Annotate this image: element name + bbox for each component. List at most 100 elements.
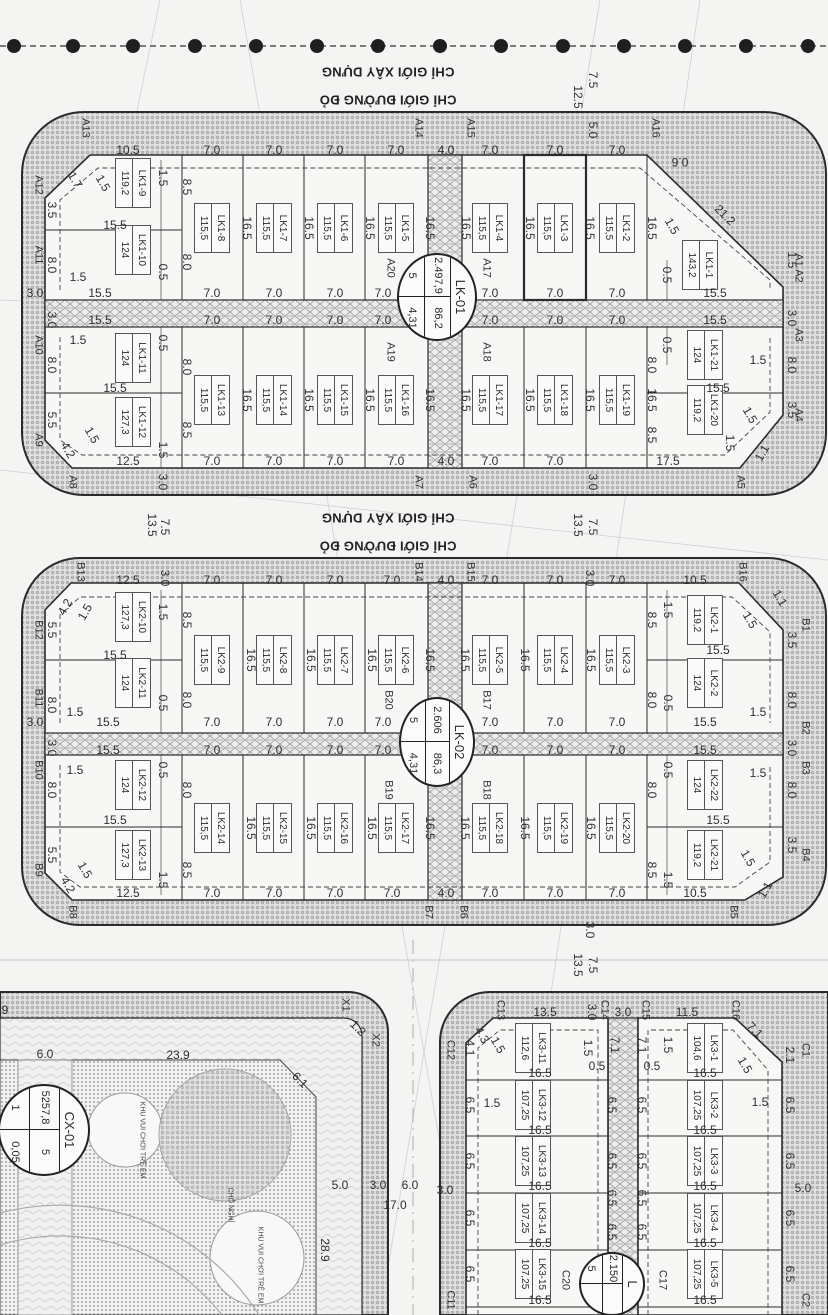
dimension-label: 8.0 [45, 256, 59, 274]
survey-point-a15: A15 [464, 118, 477, 138]
dimension-label: 5.5 [45, 411, 59, 429]
dimension-label: 3.0 [583, 569, 597, 587]
dimension-label: 8.0 [785, 356, 799, 374]
lot-area: 124 [690, 346, 702, 364]
survey-point-c14: C14 [598, 999, 611, 1021]
dimension-label: 7.0 [265, 313, 283, 327]
lot-area: 115,5 [475, 647, 487, 673]
dimension-label: 7.5 [586, 956, 600, 974]
survey-point-c11: C11 [444, 1290, 457, 1310]
boundary-marker [678, 39, 692, 53]
dimension-label: 7.0 [374, 715, 392, 729]
dimension-label: 7.0 [326, 573, 344, 587]
lot-id: LK2-18 [489, 804, 507, 852]
lot-id: LK3-3 [704, 1137, 722, 1185]
lot-id: LK1-21 [704, 331, 722, 379]
dimension-label: 3.0 [614, 1005, 632, 1019]
survey-point-c16: C16 [729, 999, 742, 1021]
dimension-label: 7.0 [481, 573, 499, 587]
dimension-label: 17.0 [383, 1198, 407, 1212]
dimension-label: 6.5 [783, 1096, 797, 1114]
survey-point-b13: B13 [74, 562, 87, 582]
lot-id: LK1-11 [132, 334, 150, 382]
dimension-label: 7.0 [546, 454, 564, 468]
dimension-label: 23.9 [166, 1048, 190, 1062]
dimension-label: 1.5 [749, 353, 767, 367]
lot-id: LK3-15 [532, 1250, 550, 1298]
survey-point-b12: B12 [32, 620, 45, 640]
dimension-label: 15.5 [706, 381, 730, 395]
lot-area: 115,5 [197, 215, 209, 241]
lot-area: 127,3 [118, 409, 130, 435]
dimension-label: 6.5 [605, 1096, 619, 1114]
lot-area: 115,5 [320, 647, 332, 673]
lot-id: LK1-7 [273, 204, 291, 252]
dimension-label: 1.5 [581, 1039, 595, 1057]
survey-point-b15: B15 [464, 562, 477, 582]
lot-id: LK2-11 [132, 659, 150, 707]
dimension-label: 16.5 [365, 816, 379, 840]
lot-lines [45, 583, 783, 900]
build-line-label: CHỈ GIỚI XÂY DỰNG [321, 510, 455, 526]
dimension-label: 12.5 [116, 573, 140, 587]
lot-area: 115,5 [197, 815, 209, 841]
dimension-label: 16.5 [302, 216, 316, 240]
boundary-marker [617, 39, 631, 53]
lot-area: 127,3 [118, 604, 130, 630]
dimension-label: 3.0 [785, 309, 799, 327]
playground-circle [87, 1092, 163, 1168]
survey-point-x2: X2 [369, 1033, 382, 1047]
lot-id: LK1-4 [489, 204, 507, 252]
dimension-label: 1.5 [66, 705, 84, 719]
